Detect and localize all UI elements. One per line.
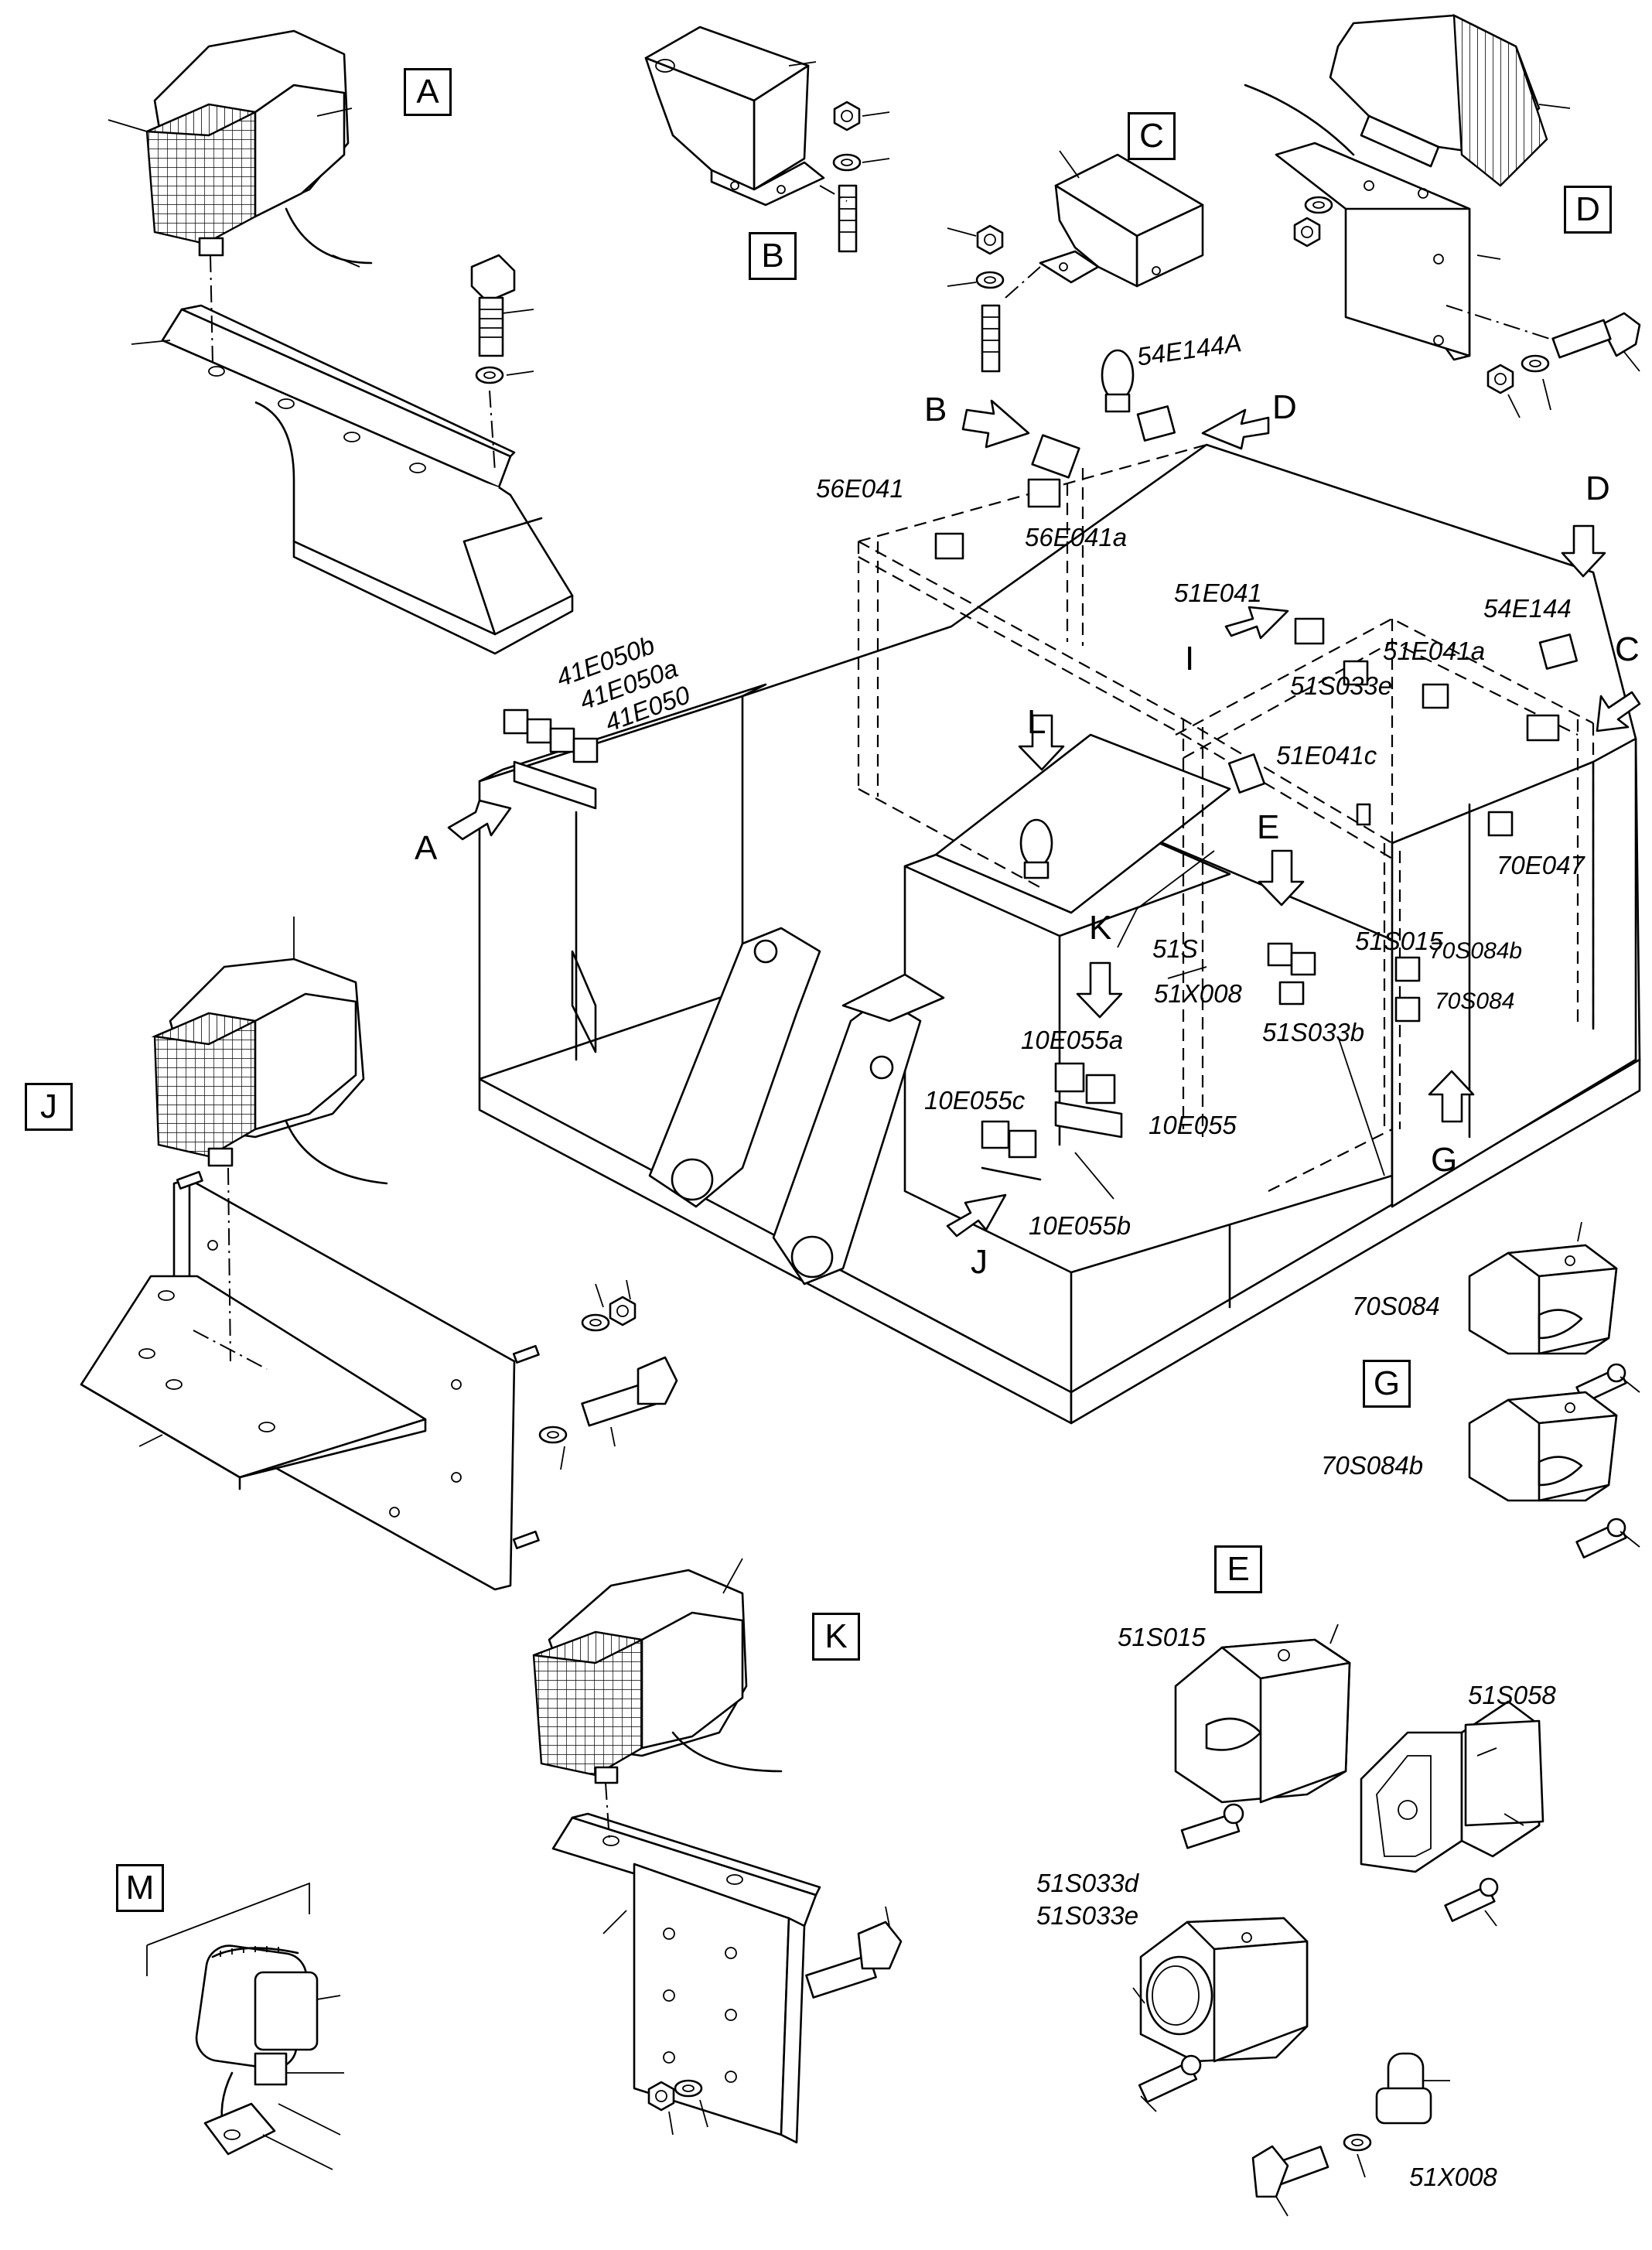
view-arrows	[447, 399, 1641, 1238]
main-frame	[478, 443, 1641, 1425]
code-51X008: 51X008	[1154, 979, 1242, 1008]
code-54E144: 54E144	[1483, 594, 1572, 623]
detail-b-bracket	[644, 26, 890, 253]
arrow-label-j: J	[971, 1243, 988, 1281]
code-70E047: 70E047	[1497, 851, 1585, 879]
code-e-51S058: 51S058	[1468, 1681, 1556, 1709]
code-10E055a: 10E055a	[1021, 1026, 1124, 1054]
code-51E041a: 51E041a	[1383, 637, 1486, 665]
arrow-label-a: A	[415, 829, 438, 867]
detail-box-g: G	[1363, 1360, 1411, 1408]
code-70S084b: 70S084b	[1429, 938, 1523, 964]
code-51S033b: 51S033b	[1262, 1018, 1365, 1046]
code-51S015: 51S015	[1355, 927, 1443, 955]
code-e-51S015: 51S015	[1118, 1623, 1206, 1651]
detail-box-e: E	[1214, 1545, 1262, 1593]
detail-j-work-lamp	[80, 917, 678, 1591]
detail-box-d: D	[1564, 186, 1612, 234]
detail-e-switches	[1132, 1623, 1544, 2217]
detail-m-work-lamp	[146, 1882, 344, 2170]
detail-c-bracket	[947, 150, 1204, 373]
code-70S084: 70S084	[1435, 988, 1515, 1014]
code-10E055: 10E055	[1149, 1111, 1237, 1139]
code-e-51S033e: 51S033e	[1036, 1901, 1139, 1930]
code-g-70S084: 70S084	[1352, 1292, 1440, 1320]
detail-box-j: J	[25, 1083, 73, 1131]
code-10E055c: 10E055c	[924, 1086, 1026, 1115]
detail-d-work-lamp	[1244, 14, 1641, 418]
code-51E041: 51E041	[1174, 579, 1262, 607]
detail-k-work-lamp	[532, 1558, 903, 2144]
arrow-label-c: C	[1615, 630, 1640, 668]
code-56E041: 56E041	[816, 474, 904, 503]
code-51S033e: 51S033e	[1290, 671, 1393, 700]
frame-components	[503, 349, 1579, 1200]
detail-box-a: A	[404, 68, 452, 116]
arrow-label-e: E	[1257, 808, 1280, 846]
code-e-51X008: 51X008	[1409, 2163, 1497, 2191]
code-10E055b: 10E055b	[1029, 1211, 1131, 1240]
arrow-label-d1: D	[1272, 388, 1297, 426]
arrow-label-l: L	[1027, 703, 1046, 741]
detail-box-m: M	[116, 1864, 164, 1912]
code-51S: 51S	[1152, 934, 1198, 963]
arrow-label-b: B	[924, 391, 947, 428]
code-56E041a: 56E041a	[1025, 523, 1128, 551]
code-e-51S033d: 51S033d	[1036, 1869, 1139, 1897]
detail-a-work-lamp	[108, 29, 574, 655]
arrow-label-k: K	[1089, 909, 1112, 947]
code-g-70S084b: 70S084b	[1321, 1451, 1424, 1480]
arrow-label-g: G	[1431, 1141, 1458, 1179]
detail-g-foot-switches	[1468, 1221, 1640, 1559]
arrow-label-i: I	[1185, 640, 1195, 678]
detail-box-c: C	[1128, 112, 1176, 160]
detail-box-k: K	[812, 1613, 860, 1661]
detail-box-b: B	[749, 232, 797, 280]
code-51E041c: 51E041c	[1276, 741, 1377, 770]
arrow-label-d2: D	[1585, 469, 1610, 507]
